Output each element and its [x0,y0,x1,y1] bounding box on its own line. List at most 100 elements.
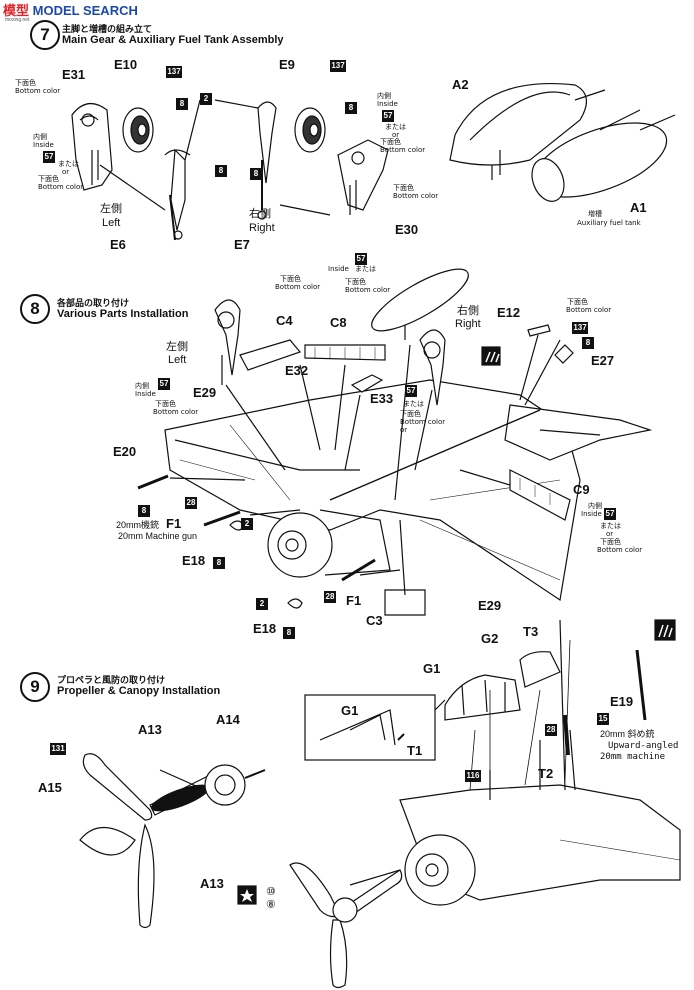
bottom-color-en: Bottom color [566,306,612,314]
part-g1-inset: G1 [341,703,359,718]
step-8-title-en: Various Parts Installation [57,308,189,320]
paint-8: 8 [345,102,357,114]
circled-10: ⑩ [266,886,276,898]
inside-jp: 内側 [377,92,391,100]
paint-8: 8 [215,165,227,177]
or-jp: または [355,265,376,273]
gun-jp: 20mm機銃 [116,520,160,530]
part-e29: E29 [478,598,502,613]
inside-en: Inside [33,141,54,149]
left-en: Left [168,354,187,366]
part-e32: E32 [285,363,309,378]
part-e10: E10 [114,57,138,72]
bottom-color-en: Bottom color [393,192,439,200]
paint-137: 137 [572,322,588,334]
part-a15: A15 [38,780,62,795]
paint-28: 28 [545,724,557,736]
part-a13: A13 [200,876,224,891]
bottom-color-en: Bottom color [15,87,61,95]
inside-en: Inside [581,510,602,518]
bottom-color-jp: 下面色 [400,410,421,418]
part-c4: C4 [276,313,293,328]
part-c3: C3 [366,613,383,628]
step-7-badge: 7 [30,20,60,50]
or-en: or [606,530,614,538]
or-jp: または [403,400,424,408]
paint-8: 8 [582,337,594,349]
paint-8: 8 [138,505,150,517]
part-e27: E27 [591,353,615,368]
bottom-color-jp: 下面色 [380,138,401,146]
part-e18: E18 [253,621,277,636]
part-c9: C9 [573,482,590,497]
inside-jp: 内側 [135,382,149,390]
right-en: Right [455,318,481,330]
or-en: or [392,131,400,139]
bottom-color-jp: 下面色 [600,538,621,546]
circled-8: ⑧ [266,899,276,911]
fuel-tank-en: Auxiliary fuel tank [577,219,641,227]
bottom-color-en: or [400,426,408,434]
paint-57: 57 [43,151,55,163]
right-jp: 右側 [249,208,271,220]
step-8-title-jp: 各部品の取り付け [57,298,130,308]
part-e7: E7 [234,237,250,252]
bottom-color-en: Bottom color [380,146,426,154]
bottom-color-jp: 下面色 [155,400,176,408]
left-jp: 左側 [166,341,188,353]
part-f1: F1 [166,516,182,531]
paint-57: 57 [604,508,616,520]
part-a1: A1 [630,200,647,215]
bottom-color-en: Bottom color [597,546,643,554]
gun-en: 20mm Machine gun [118,531,198,541]
or-jp: または [600,522,621,530]
paint-137: 137 [330,60,346,72]
left-en: Left [102,217,121,229]
paint-137: 137 [166,66,182,78]
step-9-badge: 9 [20,672,50,702]
upward-gun-en2: 20mm machine [600,752,666,762]
step-9-title-en: Propeller & Canopy Installation [57,685,221,697]
paint-57: 57 [405,385,417,397]
paint-131: 131 [50,743,66,755]
part-a2: A2 [452,77,469,92]
paint-28: 28 [324,591,336,603]
part-t3: T3 [523,624,539,639]
step-8-badge: 8 [20,294,50,324]
paint-15: 15 [597,713,609,725]
paint-2: 2 [241,518,253,530]
step-7-title-jp: 主脚と増槽の組み立て [62,24,153,34]
paint-57: 57 [382,110,394,122]
paint-8: 8 [213,557,225,569]
paint-116: 116 [465,770,481,782]
part-a13: A13 [138,722,162,737]
right-en: Right [249,222,275,234]
or-jp: または [385,123,406,131]
part-g1: G1 [423,661,441,676]
bottom-color-en: Bottom color [153,408,199,416]
upward-gun-jp: 20mm 斜め銃 [600,729,655,739]
inside-en: Inside [328,265,349,273]
part-e18: E18 [182,553,206,568]
fuel-tank-jp: 増槽 [588,210,602,218]
part-c8: C8 [330,315,347,330]
part-a14: A14 [216,712,240,727]
watermark-logo: 模型 MODEL SEARCH [3,3,138,18]
part-e29: E29 [193,385,217,400]
bottom-color-jp: 下面色 [567,298,588,306]
part-t2: T2 [538,766,554,781]
left-jp: 左側 [100,203,122,215]
bottom-color-en: Bottom color [38,183,84,191]
part-e30: E30 [395,222,419,237]
part-e33: E33 [370,391,394,406]
paint-2: 2 [256,598,268,610]
part-g2: G2 [481,631,499,646]
part-e9: E9 [279,57,295,72]
paint-8: 8 [250,168,262,180]
step-7-title-en: Main Gear & Auxiliary Fuel Tank Assembly [62,34,284,46]
part-e31: E31 [62,67,86,82]
bottom-color-jp: 下面色 [38,175,59,183]
part-e6: E6 [110,237,126,252]
watermark-sub: moxing.net [5,17,30,23]
bottom-color-en: Bottom color [400,418,446,426]
